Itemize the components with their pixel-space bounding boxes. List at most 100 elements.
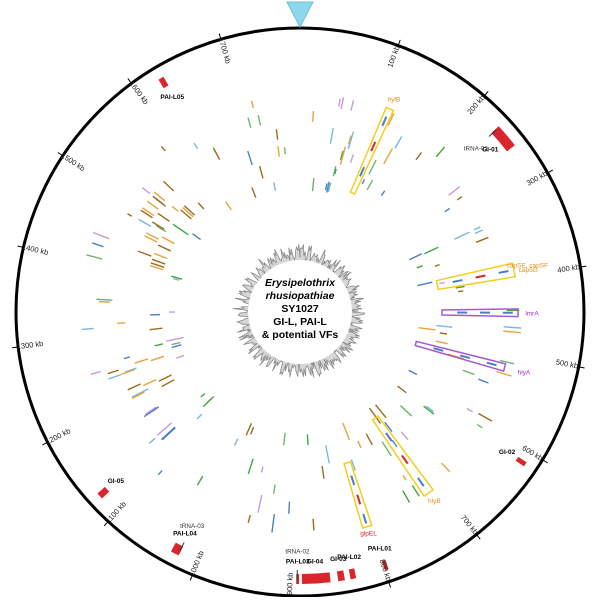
feature-mark: [166, 337, 183, 341]
feature-mark: [503, 331, 521, 333]
vf-gene-mark: [418, 478, 424, 486]
feature-mark: [161, 146, 165, 151]
scale-tick-label: 800 kb: [378, 558, 394, 582]
feature-mark: [176, 355, 184, 358]
feature-mark: [139, 219, 151, 226]
feature-mark: [92, 243, 103, 247]
scale-tick: [543, 460, 547, 463]
feature-mark: [313, 519, 314, 531]
feature-mark: [226, 202, 232, 210]
feature-mark: [158, 245, 171, 251]
feature-mark: [159, 375, 172, 381]
vf-gene-mark: [402, 455, 408, 463]
feature-mark: [201, 394, 205, 397]
feature-mark: [171, 276, 182, 279]
scale-tick-label: 900 kb: [285, 572, 295, 595]
feature-mark: [417, 282, 432, 285]
feature-mark: [124, 357, 130, 359]
island-label: PAI-L03: [286, 559, 310, 566]
feature-mark: [194, 143, 198, 149]
feature-mark: [400, 406, 411, 416]
feature-mark: [172, 342, 181, 344]
feature-mark: [458, 291, 463, 292]
feature-mark: [234, 439, 237, 446]
feature-mark: [162, 237, 174, 244]
feature-mark: [161, 427, 175, 440]
feature-mark: [274, 485, 275, 494]
feature-mark: [403, 475, 406, 480]
feature-mark: [326, 183, 327, 190]
feature-mark: [198, 203, 204, 209]
scale-tick-label: 100 kb: [385, 44, 401, 68]
feature-mark: [289, 502, 290, 514]
scale-tick-label: 300 kb: [525, 169, 549, 188]
feature-mark: [117, 323, 125, 324]
feature-mark: [307, 434, 308, 445]
feature-mark: [424, 247, 438, 254]
feature-mark: [439, 282, 444, 283]
feature-mark: [418, 328, 435, 330]
feature-mark: [145, 407, 156, 414]
feature-mark: [258, 115, 260, 125]
feature-mark: [436, 326, 452, 328]
scale-tick: [581, 266, 586, 267]
feature-mark: [339, 99, 340, 107]
vf-gene-label: glpEL: [360, 530, 377, 537]
feature-mark: [258, 495, 262, 512]
trna-label: tRNA-02: [285, 549, 310, 556]
island-label: PAI-L04: [173, 531, 197, 538]
feature-mark: [436, 147, 445, 157]
island-block: [158, 77, 168, 88]
feature-mark: [454, 232, 469, 239]
feature-mark: [248, 515, 250, 523]
feature-mark: [173, 224, 188, 235]
feature-mark: [416, 152, 422, 159]
feature-mark: [158, 471, 162, 475]
feature-mark: [401, 432, 408, 440]
feature-mark: [138, 251, 151, 256]
feature-mark: [213, 148, 219, 160]
feature-mark: [478, 413, 492, 421]
vf-gene-label: cap5G: [519, 267, 538, 274]
feature-mark: [276, 129, 277, 139]
feature-mark: [158, 213, 170, 221]
vf-gene-label: hylB: [388, 97, 401, 104]
feature-mark: [197, 414, 202, 419]
feature-mark: [436, 341, 448, 344]
feature-mark: [381, 191, 384, 196]
scale-tick-label: 1200 kb: [44, 426, 72, 446]
feature-mark: [330, 128, 333, 144]
vf-gene-mark: [499, 271, 509, 273]
vf-gene-mark: [357, 495, 360, 505]
scale-tick: [485, 91, 488, 95]
feature-mark: [274, 182, 276, 190]
feature-mark: [261, 467, 262, 473]
scale-tick-label: 200 kb: [465, 93, 486, 116]
island-block: [97, 487, 109, 499]
feature-mark: [99, 302, 110, 303]
feature-mark: [260, 166, 263, 178]
feature-mark: [144, 407, 159, 417]
scale-tick: [580, 367, 585, 368]
feature-mark: [435, 265, 440, 267]
vf-gene-mark: [363, 514, 366, 524]
feature-mark: [395, 137, 402, 149]
feature-mark: [135, 359, 148, 363]
feature-mark: [475, 230, 483, 234]
feature-mark: [173, 279, 179, 281]
feature-mark: [248, 118, 251, 128]
feature-mark: [369, 408, 380, 423]
scale-tick-label: 1600 kb: [127, 79, 150, 106]
feature-mark: [358, 441, 361, 448]
feature-mark: [278, 146, 279, 156]
island-label: PAI-L05: [160, 94, 184, 101]
feature-mark: [477, 425, 482, 428]
scale-tick-label: 1100 kb: [104, 500, 128, 525]
feature-mark: [366, 434, 372, 445]
feature-mark: [172, 206, 178, 211]
feature-mark: [272, 514, 274, 532]
feature-mark: [367, 180, 372, 190]
feature-mark: [398, 386, 407, 393]
scale-tick-label: 1300 kb: [16, 339, 44, 351]
feature-mark: [284, 433, 286, 445]
